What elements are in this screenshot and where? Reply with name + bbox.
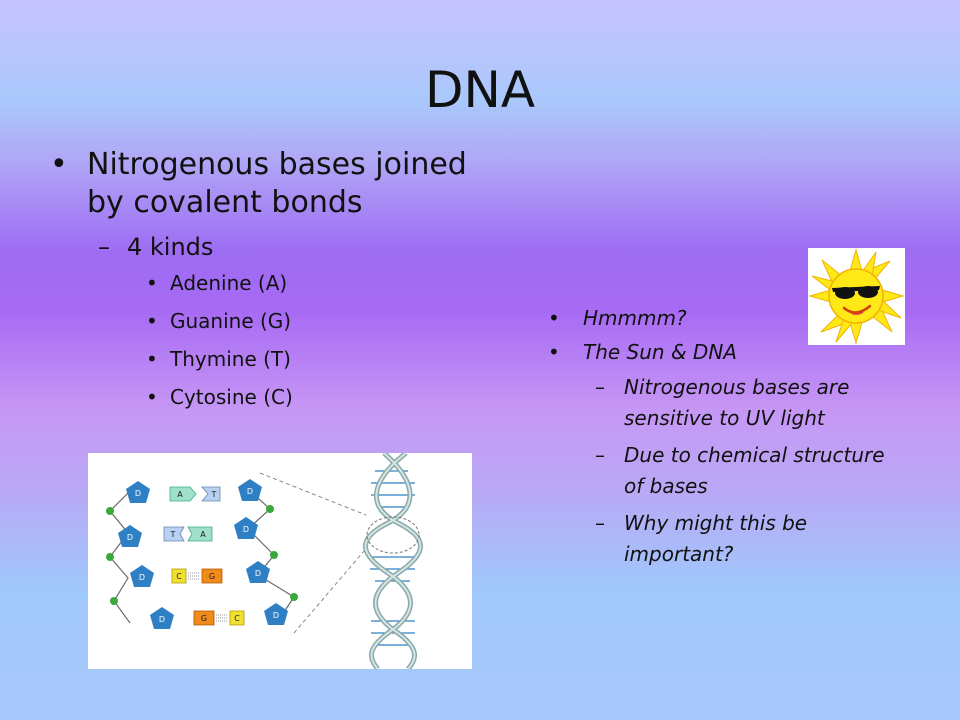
dash-marker: – [595,511,605,535]
left-bullet-list: • Nitrogenous bases joined by covalent b… [50,146,480,410]
base-pair-ta: T A [163,526,213,542]
base-label: G [201,614,207,623]
base-text: Adenine (A) [170,271,288,295]
sugar-icon [238,479,262,501]
bullet-text: Nitrogenous bases joined by covalent bon… [87,147,467,220]
base-pair-gc: G C [193,610,245,626]
bullet-dot: • [146,271,158,295]
phosphate-icon [290,593,298,601]
sugar-icon [150,607,174,629]
backbone-strands [109,490,295,624]
bullet-dot: • [146,385,158,409]
sugar-label: D [135,489,141,498]
base-label: T [211,490,217,499]
subbullet-text: Due to chemical structure of bases [624,443,885,498]
subbullet-text: Why might this be important? [624,511,808,566]
phosphate-group [106,505,298,605]
base-text: Cytosine (C) [170,385,293,409]
base-item-adenine: • Adenine (A) [50,270,480,296]
base-label: G [209,572,215,581]
dna-diagram-svg: D D D D D D D D A T T A C [106,451,423,671]
sugar-label: D [255,569,261,578]
sun-image [808,248,905,345]
subbullet-text: 4 kinds [127,233,214,261]
zoom-lines [259,472,367,634]
subbullet-why-important: – Why might this be important? [548,508,908,570]
helix-rungs [370,470,415,646]
right-bullet-list: • Hmmmm? • The Sun & DNA – Nitrogenous b… [548,304,908,574]
base-pair-at: A T [169,486,221,502]
base-pair-cg: C G [171,568,223,584]
bullet-text: Hmmmm? [583,306,687,330]
sugar-label: D [159,615,165,624]
phosphate-icon [270,551,278,559]
dna-diagram: D D D D D D D D A T T A C [88,451,472,671]
phosphate-icon [110,597,118,605]
subbullet-text: Nitrogenous bases are sensitive to UV li… [624,375,850,430]
dash-marker: – [595,375,605,399]
sugar-icon [246,561,270,583]
double-helix [363,451,423,671]
sugar-labels: D D D D D D D D [127,487,279,624]
base-label: T [170,530,176,539]
helix-strand-highlight [364,452,422,670]
base-item-thymine: • Thymine (T) [50,346,480,372]
dash-marker: – [98,233,110,261]
slide-title: DNA [424,61,536,119]
sugar-label: D [243,525,249,534]
bullet-text: The Sun & DNA [583,340,737,364]
subbullet-4-kinds: – 4 kinds [50,232,480,262]
sun-icon [808,248,905,345]
sugar-icon [234,517,258,539]
sugar-label: D [273,611,279,620]
phosphate-icon [106,553,114,561]
base-item-cytosine: • Cytosine (C) [50,384,480,410]
sugar-label: D [247,487,253,496]
sugar-label: D [127,533,133,542]
base-label: A [200,530,206,539]
bullet-nitrogenous-bases: • Nitrogenous bases joined by covalent b… [50,146,480,222]
base-text: Thymine (T) [170,347,291,371]
subbullet-uv-sensitive: – Nitrogenous bases are sensitive to UV … [548,372,908,434]
sugar-icon [126,481,150,503]
bullet-dot: • [50,147,68,182]
base-label: C [176,572,182,581]
bullet-sun-dna: • The Sun & DNA [548,338,908,366]
sugar-icon [264,603,288,625]
bullet-dot: • [548,306,560,330]
sugar-icon [118,525,142,547]
helix-zoom-circle [366,516,420,554]
subbullet-chemical-structure: – Due to chemical structure of bases [548,440,908,502]
base-label: C [234,614,240,623]
phosphate-icon [106,507,114,515]
base-text: Guanine (G) [170,309,292,333]
phosphate-icon [266,505,274,513]
base-item-guanine: • Guanine (G) [50,308,480,334]
dash-marker: – [595,443,605,467]
bullet-dot: • [548,340,560,364]
bullet-dot: • [146,347,158,371]
base-label: A [177,490,183,499]
sugar-label: D [139,573,145,582]
bullet-hmmmm: • Hmmmm? [548,304,908,332]
sugar-group [118,479,288,629]
sugar-icon [130,565,154,587]
bullet-dot: • [146,309,158,333]
